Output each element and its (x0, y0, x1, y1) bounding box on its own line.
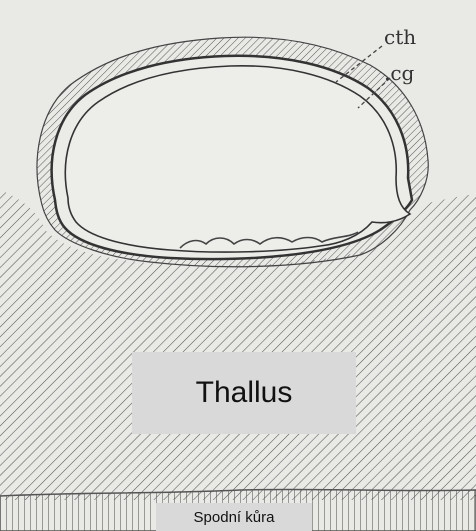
thallus-label: Thallus (132, 352, 356, 434)
cth-annotation: cth (384, 25, 416, 49)
lower-cortex-label: Spodní kůra (156, 503, 312, 531)
cg-annotation: .cg (384, 61, 415, 85)
